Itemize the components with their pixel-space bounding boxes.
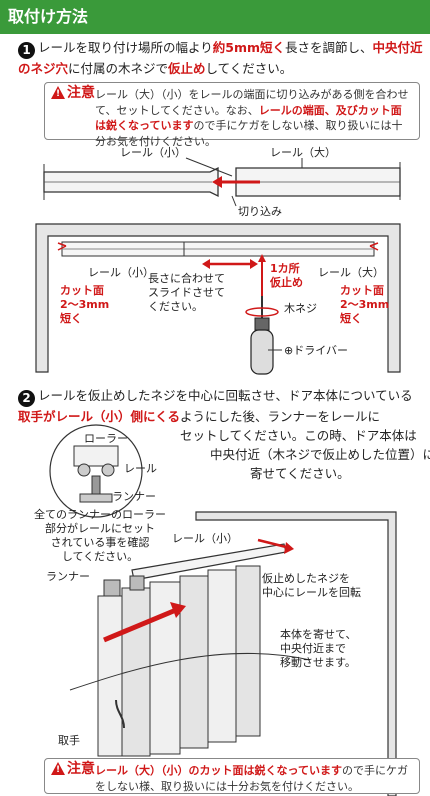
rail-label: レール <box>124 462 157 475</box>
rail-small-label: レール（小） <box>120 146 186 159</box>
cut-left-label: カット面 2～3mm 短く <box>60 284 110 325</box>
caution-label-2: 注意 <box>51 761 95 779</box>
rail-diagram <box>43 157 401 207</box>
caution-box-2: 注意 レール（大）（小）のカット面は鋭くなっていますので手にケガをしない様、取り… <box>44 758 420 794</box>
caution-label: 注意 <box>51 85 95 103</box>
runner-check-note: 全てのランナーのローラー 部分がレールにセット されている事を確認 してください… <box>34 508 166 563</box>
body-note: 本体を寄せて、 中央付近まで 移動させます。 <box>280 628 357 669</box>
slide-note: 長さに合わせて スライドさせて ください。 <box>148 272 225 313</box>
roller-label: ローラー <box>84 432 128 445</box>
step-number-2: 2 <box>18 390 35 407</box>
cut-right-label: カット面 2～3mm 短く <box>340 284 390 325</box>
runner-label: ランナー <box>46 570 90 583</box>
warning-icon-2 <box>51 762 65 779</box>
notch-label: 切り込み <box>238 205 282 218</box>
rail-large-label: レール（大） <box>270 146 336 159</box>
frame-rail-small-label: レール（小） <box>88 266 154 279</box>
caution-box-1: 注意 レール（大）（小）をレールの端面に切り込みがある側を合わせて、セットしてく… <box>44 82 420 148</box>
page-title: 取付け方法 <box>0 0 430 34</box>
step-number-1: 1 <box>18 42 35 59</box>
runner-detail-label: ランナー <box>112 490 156 503</box>
frame-rail-large-label: レール（大） <box>318 266 384 279</box>
door-diagram <box>49 424 397 796</box>
driver-label: ⊕ドライバー <box>284 344 348 357</box>
wood-screw-label: 木ネジ <box>284 302 317 315</box>
door-rail-small-label: レール（小） <box>172 532 238 545</box>
warning-icon <box>51 86 65 103</box>
frame-diagram <box>35 223 401 375</box>
screw-point-label: 1カ所 仮止め <box>270 262 303 289</box>
handle-label: 取手 <box>58 734 80 747</box>
rotate-note: 仮止めしたネジを 中心にレールを回転 <box>262 572 361 599</box>
